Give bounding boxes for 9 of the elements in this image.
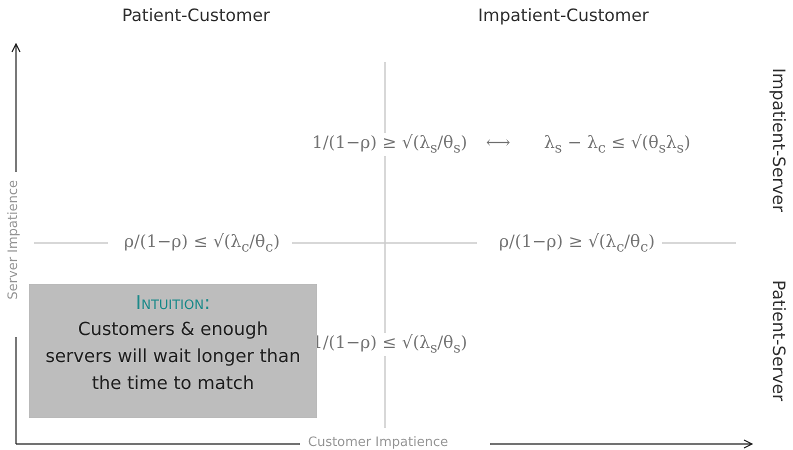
quadrant-title: Patient-Customer: [122, 6, 270, 26]
quadrant-title: Impatient-Server: [768, 68, 788, 212]
note-box: [29, 284, 317, 418]
axis-title: Customer Impatience: [308, 435, 448, 450]
quadrant-title: Impatient-Customer: [478, 6, 649, 26]
axis-title: Server Impatience: [6, 180, 21, 300]
note-heading: Intuition:: [134, 292, 212, 314]
note-text: Customers & enough servers will wait longer than the time to match: [45, 318, 301, 396]
quadrant-title: Patient-Server: [768, 280, 788, 402]
